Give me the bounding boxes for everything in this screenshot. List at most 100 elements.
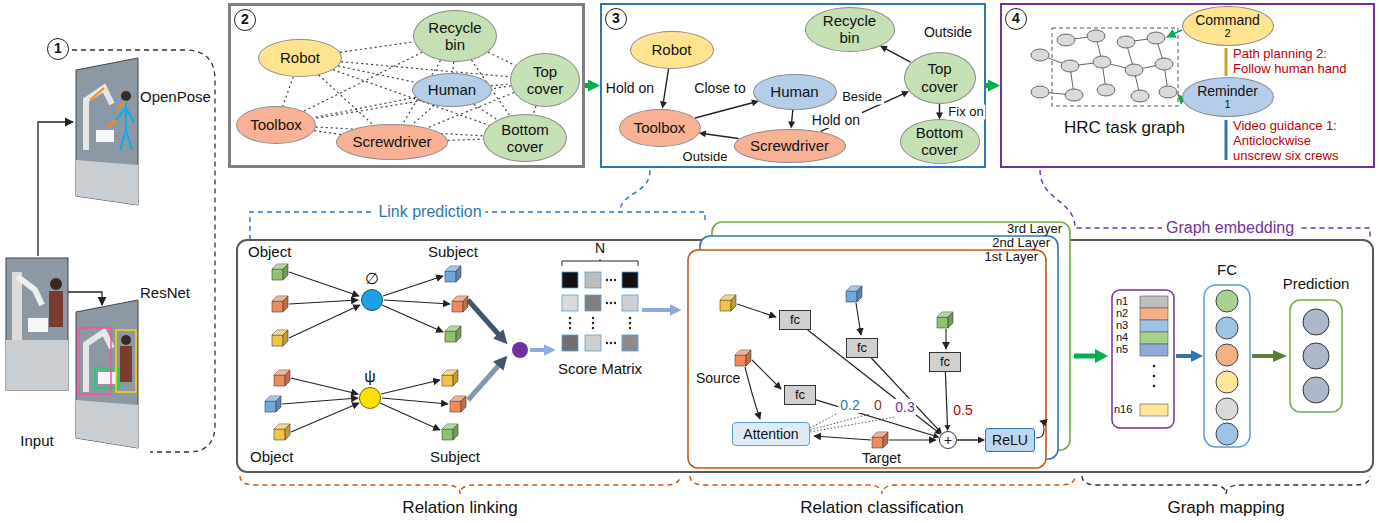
score-matrix [622,272,638,288]
method-panel [237,240,1373,472]
layer-cubes [720,295,736,311]
relation-arrow [695,102,753,118]
node-text: fc [933,355,957,370]
hrc-task-graph [1155,58,1173,70]
layer-arrows [737,304,776,317]
graph-mapping [1140,332,1168,344]
relation-candidate-line [474,104,498,120]
relation-candidate-line [448,139,483,140]
hrc-task-graph [1093,56,1111,68]
node-label: Toolbox [629,119,690,136]
relation-linking-arrows [382,305,443,332]
hrc-task-graph [1117,36,1135,48]
score-matrix [610,302,612,304]
input-arrows [68,292,102,305]
hrc-task-graph [1040,36,1168,96]
merge-arrows [642,308,672,312]
node-text: Command2 [1193,12,1261,39]
hrc-task-graph [1031,49,1049,61]
edge-label: Close to [692,80,747,96]
graph-mapping [1303,309,1329,335]
input-photo [49,291,63,327]
arrowhead [978,437,985,444]
score-matrix [606,342,608,344]
hrc-task-graph [1031,86,1049,98]
layer-arrows [856,303,861,335]
hrc-task-graph [1061,60,1079,72]
node-text: Reminder1 [1193,83,1261,110]
input-photo [50,278,62,290]
layer-cubes [872,432,888,448]
task-graph-panel: 4 Command2Reminder1 [1000,3,1375,168]
score-matrix [562,295,578,311]
callout-number: 1 [47,38,69,60]
relation-arrow [699,130,739,138]
relation-arrow [788,109,795,128]
openpose-photo [96,130,114,142]
node-text: + [944,433,952,447]
relation-candidate-line [533,106,536,114]
relation-linking-cubes [272,264,288,280]
graph-mapping [1140,344,1168,356]
attention-box: Attention [732,422,810,446]
score-matrix [614,302,616,304]
graph-mapping [1140,308,1168,320]
input-photo [17,276,42,305]
resnet-photo [120,346,132,382]
score-matrix [622,335,638,351]
edge-label: 0.2 [838,397,861,413]
relu-box: ReLU [985,428,1035,452]
relation-candidate-line [341,62,510,77]
callout-number: 4 [1005,8,1027,30]
role-label: Object [250,448,293,465]
input-photo [6,258,68,390]
stage-arrow [585,80,600,92]
recycle-bin-node: Recycle bin [805,7,895,51]
bottom-cover-node: Bottom cover [483,114,567,162]
score-matrix [614,342,616,344]
layer-arrows [814,436,871,440]
relation-linking-arrows [382,398,448,404]
node-text: fc [850,341,874,356]
relation-linking-cubes [442,424,458,440]
edge-label: Hold on [810,112,862,128]
relation-linking-cubes [445,326,461,342]
relation-candidate-line [491,84,511,86]
arrowhead [936,112,943,119]
arrowhead [988,80,1000,92]
section-brackets [240,476,680,494]
relation-candidate-line [283,77,294,107]
graph-mapping [1216,423,1238,445]
relation-linking-cubes [265,396,281,412]
hrc-task-graph [1125,64,1143,76]
relation-candidate-line [314,131,341,135]
score-matrix [562,259,638,266]
embedding-index: n3 [1116,319,1128,331]
node-label: Toolbox [246,116,305,133]
node-label: Top cover [913,60,966,95]
node-label: fc [933,355,957,370]
node-text: Human [422,81,481,98]
relation-linking-cubes [265,264,468,440]
hrc-task-graph [1167,30,1182,37]
relation-candidate-line [452,62,454,73]
command-note: Path planning 2: Follow human hand [1233,47,1361,77]
embedding-index: n1 [1116,295,1128,307]
layer-label: 3rd Layer [1007,222,1062,235]
graph-mapping [1153,375,1156,378]
graph-mapping [1191,350,1203,362]
fc-box: fc [929,352,961,372]
relation-linking-arrows [282,398,358,404]
graph-mapping [1074,285,1342,447]
method-label: ResNet [140,284,190,301]
edge-label: 0.5 [951,402,974,418]
arrowhead [788,121,795,128]
human-node: Human [412,73,492,107]
operator-circle: ψ [359,387,381,409]
graph-mapping [1204,285,1250,447]
node-text: Recycle bin [816,12,883,47]
relation-arrow [660,68,669,108]
callout-number: 3 [605,8,627,30]
